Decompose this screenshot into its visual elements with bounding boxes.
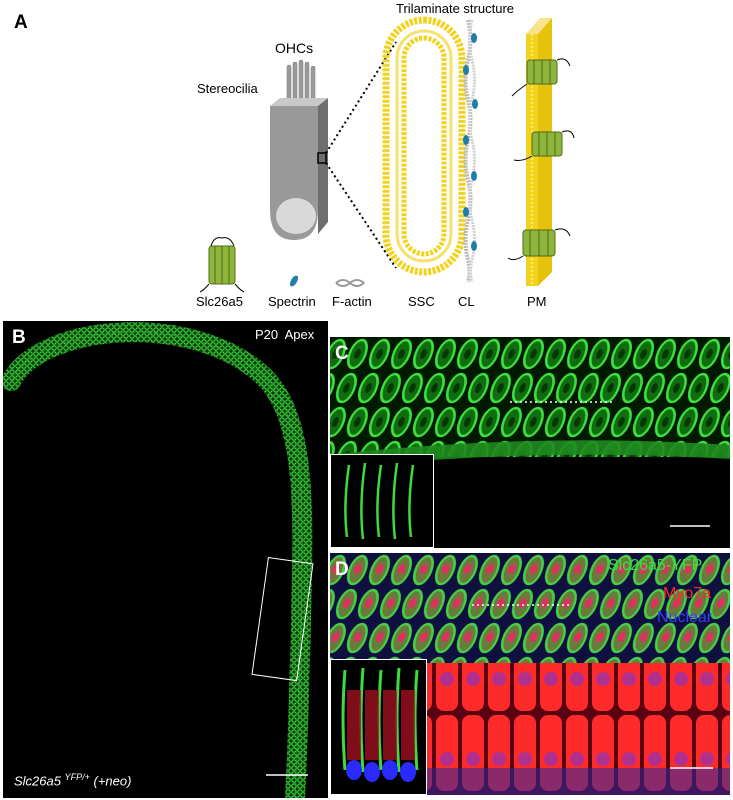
genotype-suffix: (+neo) (93, 773, 132, 789)
trilaminate-title: Trilaminate structure (396, 1, 514, 16)
legend-spectrin-label: Spectrin (268, 294, 316, 309)
layer-ssc-label: SSC (408, 294, 435, 309)
factin-icon (335, 279, 365, 287)
panel-d-letter: D (335, 559, 349, 580)
panel-d-inset (330, 659, 427, 795)
genotype-label: Slc26a5 YFP/+ (+neo) (14, 772, 131, 788)
pm-protein-1 (511, 58, 571, 97)
panel-d-image (330, 553, 730, 795)
genotype-main: Slc26a5 (14, 773, 61, 789)
slc26a5-icon (199, 237, 245, 293)
panel-c-letter: C (335, 343, 349, 364)
panel-a-diagram (199, 16, 575, 293)
channel-myo7a-label: Myo7a (663, 585, 712, 602)
panel-c-inset (330, 454, 434, 548)
cochlea-spiral (3, 322, 313, 798)
channel-nuclear-label: Nuclear (657, 609, 713, 626)
pm-protein-3 (507, 228, 571, 261)
legend-factin-label: F-actin (332, 294, 372, 309)
panel-a-letter: A (14, 12, 28, 33)
ohc-zoom-box (317, 152, 327, 164)
panel-c-image (330, 337, 730, 548)
genotype-sup: YFP/+ (64, 772, 90, 782)
plasma-membrane (507, 18, 575, 286)
ssc-membrane (382, 16, 466, 276)
ohc-cell-illustration (270, 59, 328, 240)
stereocilia-label: Stereocilia (197, 81, 258, 96)
ohc-label: OHCs (275, 40, 314, 56)
condition-label: P20 Apex (255, 327, 315, 342)
panel-b-letter: B (12, 327, 26, 348)
pm-protein-2 (513, 130, 575, 161)
layer-pm-label: PM (527, 294, 547, 309)
cortical-lattice (463, 19, 478, 283)
layer-cl-label: CL (458, 294, 475, 309)
channel-yfp-label: Slc26a5-YFP (608, 557, 703, 574)
panel-b-image (3, 321, 328, 798)
legend-slc26a5-label: Slc26a5 (196, 294, 243, 309)
zoom-region-box (251, 556, 314, 682)
spectrin-icon (290, 275, 298, 287)
